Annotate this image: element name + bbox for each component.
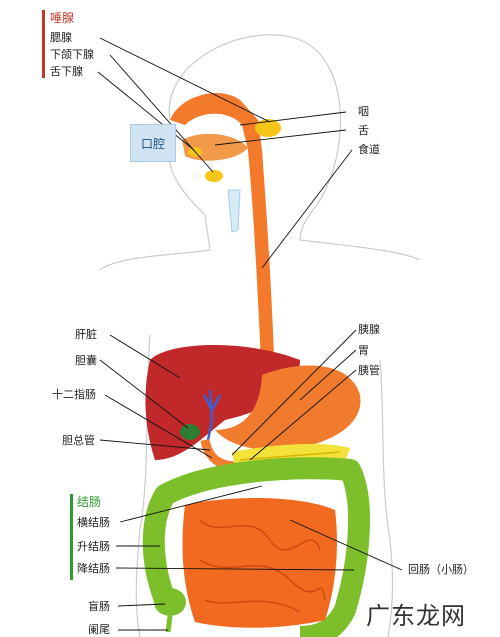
colon-header-bar [70,494,73,580]
leader-stomach [299,349,357,401]
leader-pancreas [231,329,357,456]
label-duodenum: 十二指肠 [52,388,96,401]
label-liver: 肝脏 [75,328,97,341]
pharynx [170,92,262,150]
salivary-header: 唾腺 [50,11,75,25]
right-torso-outline [379,359,394,637]
tongue [182,133,248,161]
submandibular-gland [205,170,223,182]
leader-lines [97,37,403,631]
leader-tongue [214,129,347,146]
label-pancreas: 胰腺 [358,323,380,336]
leader-small-intestine [289,519,403,571]
head-outline [168,34,341,241]
left-shoulder-outline [99,249,211,271]
label-sublingual-gland: 舌下腺 [50,65,83,78]
colon-header: 结肠 [77,495,102,509]
gallbladder [180,424,200,440]
intestine-folds [199,519,326,613]
leader-parotid [99,37,271,123]
leader-pancreatic-duct [249,369,357,461]
label-pancreatic-duct: 胰管 [358,364,380,377]
leader-descending-colon [115,567,355,571]
leader-gallbladder [99,359,189,429]
pancreatic-duct [239,451,341,461]
label-cecum: 盲肠 [88,600,110,613]
right-shoulder-outline [299,239,421,261]
label-small-intestine: 回肠（小肠） [408,563,474,576]
leader-cecum [117,603,166,607]
label-tongue: 舌 [358,124,369,137]
leader-sublingual [97,71,195,151]
oral-cavity-label: 口腔 [130,124,176,162]
label-stomach: 胃 [358,344,369,357]
label-submandibular-gland: 下颌下腺 [50,48,94,61]
leader-bile-duct [99,439,211,451]
label-gallbladder: 胆囊 [75,354,97,367]
leader-esophagus [261,149,353,269]
leader-pharynx [239,111,347,126]
label-common-bile-duct: 胆总管 [62,434,95,447]
label-ascending-colon: 升结肠 [77,540,110,553]
cecum [154,588,186,616]
label-esophagus: 食道 [358,143,380,156]
leader-duodenum [104,394,213,459]
chin-outline [168,149,211,251]
small-intestine [182,498,337,628]
label-appendix: 阑尾 [88,623,110,636]
label-parotid-gland: 腮腺 [50,31,72,44]
salivary-header-bar [42,10,45,78]
esophagus [248,150,275,382]
parotid-gland [255,119,281,137]
leader-liver [109,334,181,379]
label-transverse-colon: 横结肠 [77,516,110,529]
label-pharynx: 咽 [358,105,369,118]
stomach [215,365,361,451]
trachea [227,189,241,233]
leader-transverse-colon [119,485,263,523]
watermark: 广东龙网 [366,602,466,630]
colon [142,457,371,637]
appendix [165,615,173,633]
leader-submandibular [109,54,214,173]
label-descending-colon: 降结肠 [77,562,110,575]
